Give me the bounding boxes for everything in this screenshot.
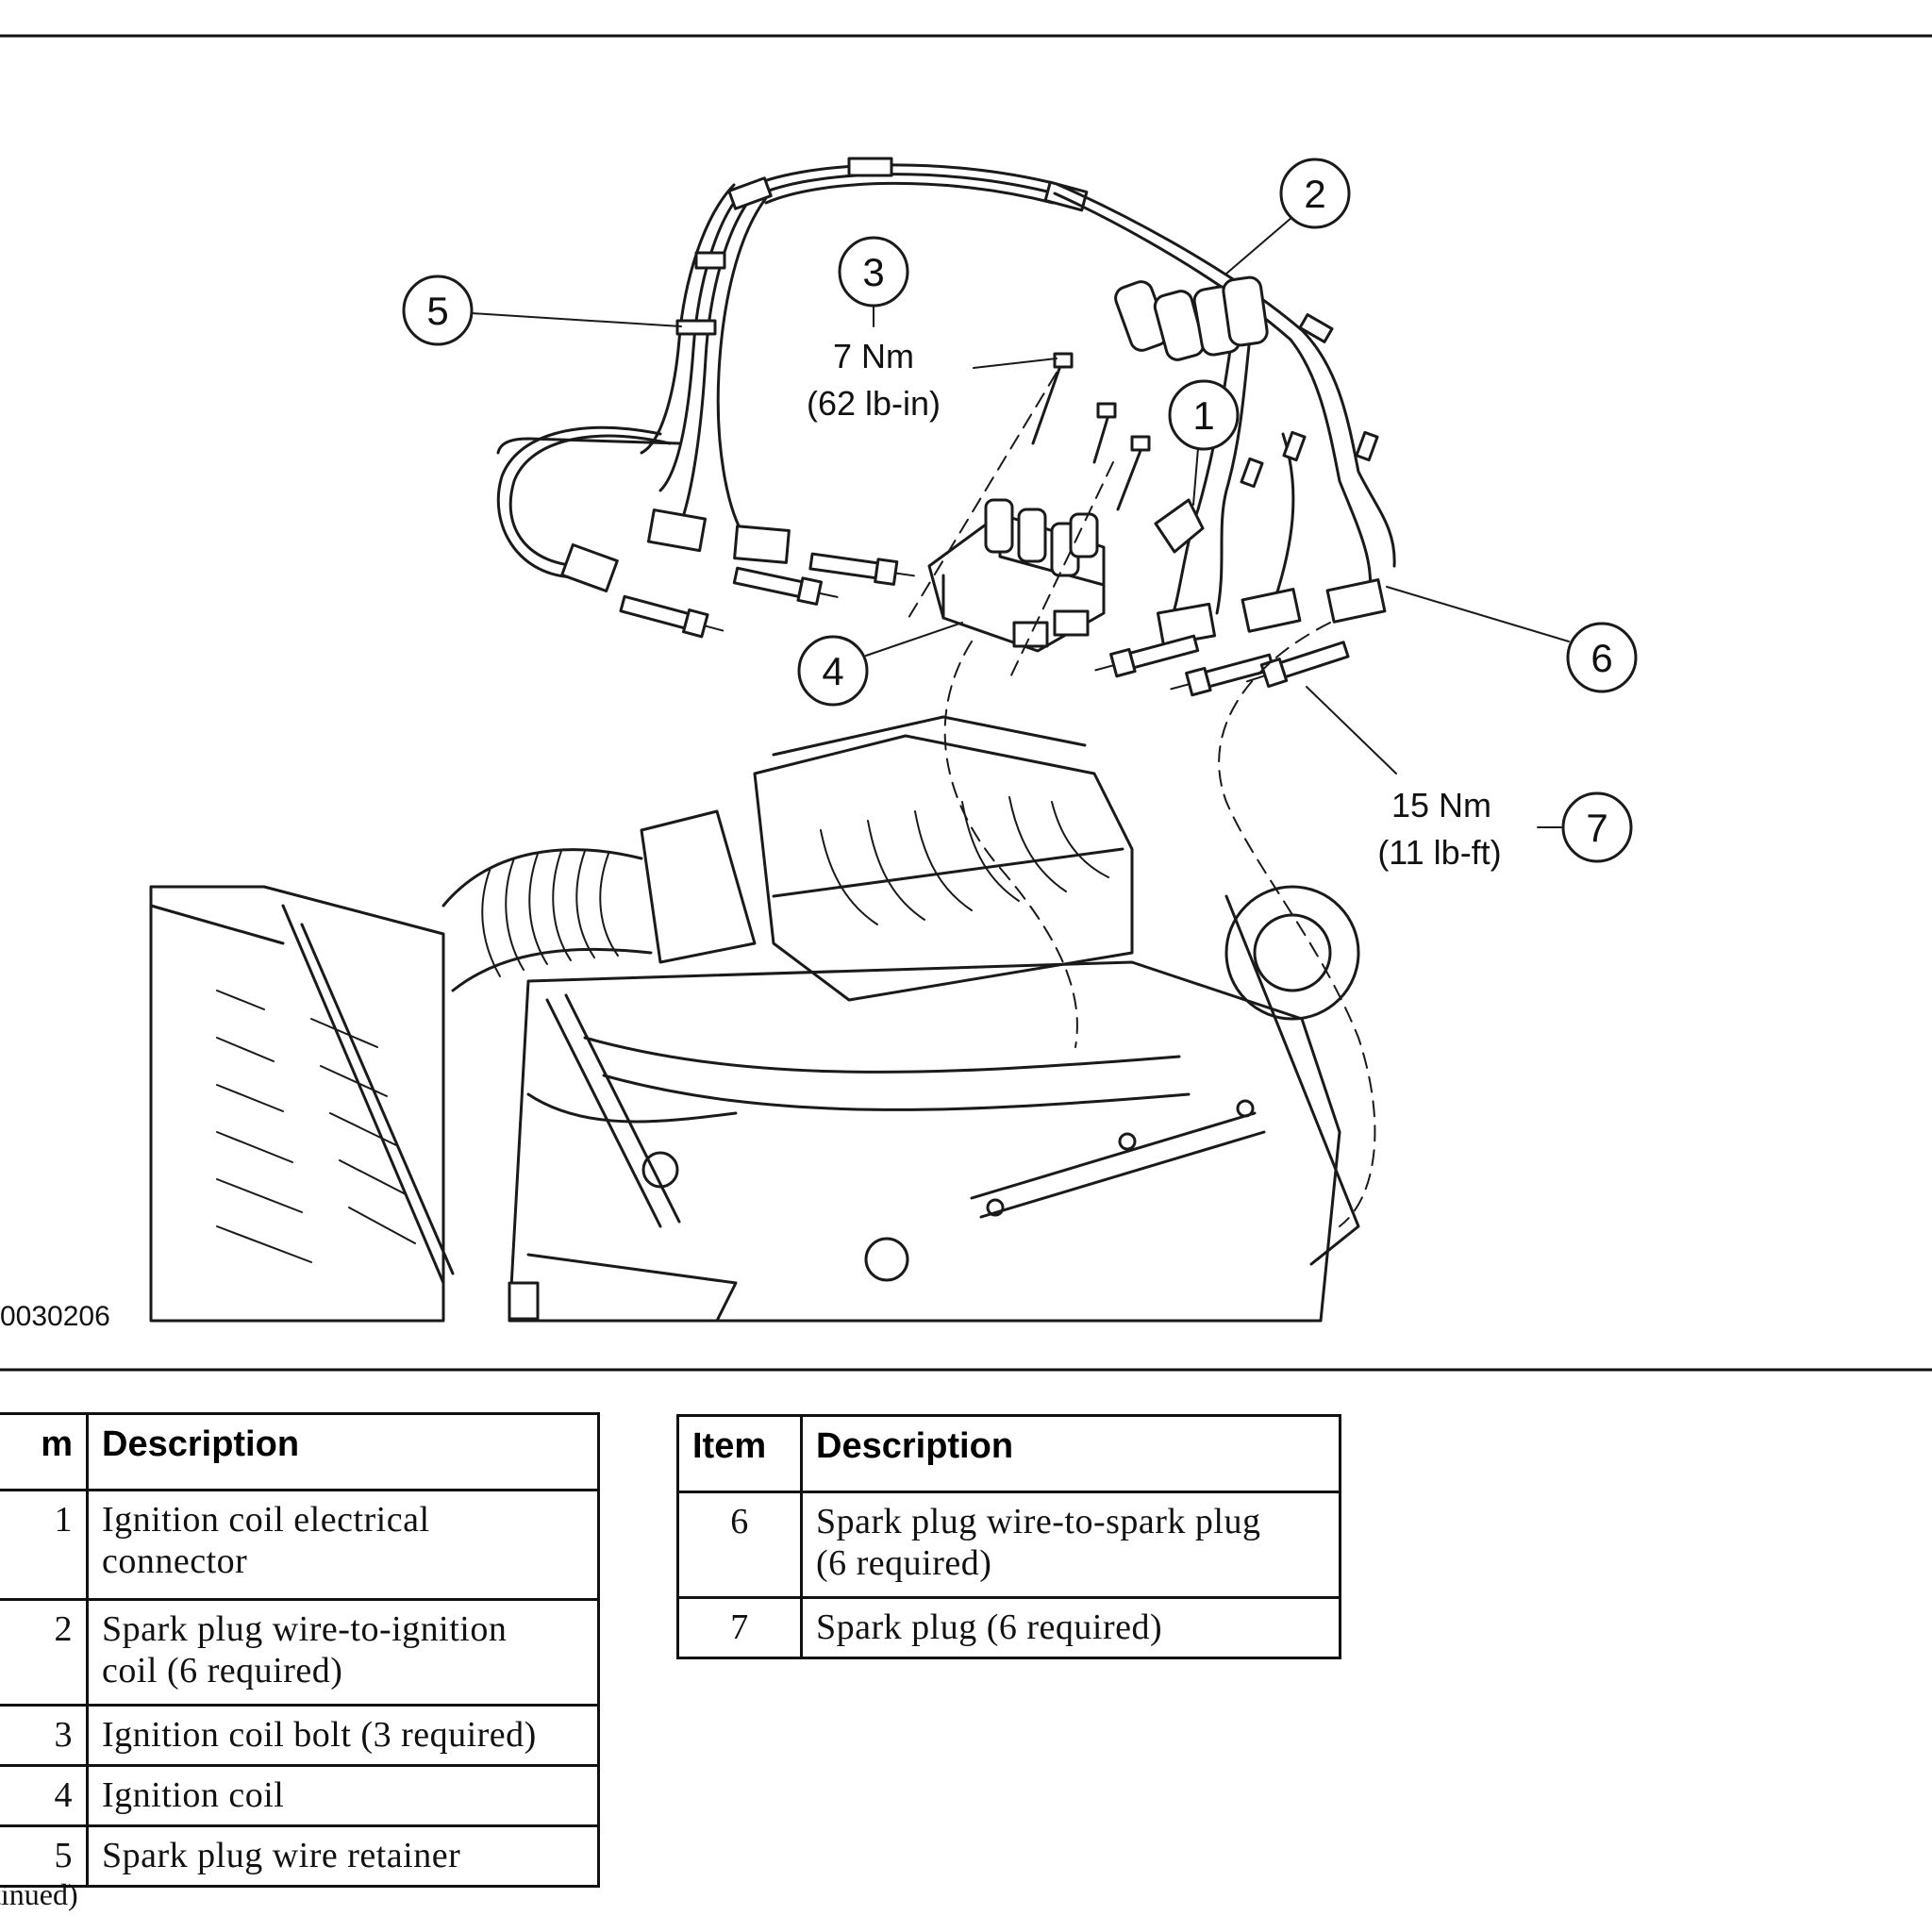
legend-header-row: Item Description [676,1414,1341,1493]
spark-plug-wires-right [1053,182,1396,697]
legend-item-description: Spark plug (6 required) [800,1596,1341,1659]
legend-item-description: Ignition coil [86,1764,600,1827]
svg-text:5: 5 [426,289,448,333]
legend-item-number: 1 [0,1489,89,1601]
callout-7: 7 15 Nm (11 lb-ft) [1306,686,1633,872]
callout-2: 2 [1225,158,1351,275]
legend-row: 3 Ignition coil bolt (3 required) [0,1704,600,1767]
figure-id: 0030206 [0,1301,110,1332]
legend-item-number: 7 [676,1596,803,1659]
legend-row: 7 Spark plug (6 required) [676,1596,1341,1659]
continued-note: tinued) [0,1877,78,1911]
legend-header-item: Item [676,1414,803,1493]
legend-item-number: 6 [676,1491,803,1599]
legend-row: 6 Spark plug wire-to-spark plug(6 requir… [676,1491,1341,1599]
legend-item-description: Spark plug wire retainer [86,1824,600,1888]
legend-item-number: 5 [0,1824,89,1888]
callout-5: 5 [402,275,682,346]
legend-table-left: m Description 1 Ignition coil electrical… [0,1412,600,1888]
torque-spec-coil-bolt-nm: 7 Nm [833,337,914,375]
spark-plug-wires-left [496,183,915,639]
legend-header-description: Description [86,1412,600,1491]
svg-text:2: 2 [1304,172,1325,216]
callout-3: 3 7 Nm (62 lb-in) [807,236,1058,423]
legend-header-description: Description [800,1414,1341,1493]
legend-item-description: Spark plug wire-to-spark plug(6 required… [800,1491,1341,1599]
torque-spec-coil-bolt-lbin: (62 lb-in) [807,384,941,423]
ignition-coil-assembly [905,352,1376,1227]
legend-header-row: m Description [0,1412,600,1491]
legend-row: 4 Ignition coil [0,1764,600,1827]
svg-text:7: 7 [1586,806,1607,850]
svg-text:1: 1 [1192,393,1214,438]
engine-assembly [149,715,1360,1323]
svg-text:3: 3 [862,250,884,294]
legend-item-number: 4 [0,1764,89,1827]
legend-table-right: Item Description 6 Spark plug wire-to-sp… [676,1414,1341,1659]
callout-1: 1 [1168,379,1240,506]
ignition-coil-connector [1154,498,1205,554]
wire-retainer [675,319,717,336]
svg-text:4: 4 [822,649,843,693]
legend-item-number: 2 [0,1598,89,1707]
callout-4: 4 [797,622,963,707]
svg-text:6: 6 [1591,636,1612,680]
wire-retainer [694,251,726,270]
legend-item-description: Ignition coil bolt (3 required) [86,1704,600,1767]
callout-6: 6 [1386,586,1638,693]
legend-header-item: m [0,1412,89,1491]
legend-row: 5 Spark plug wire retainer [0,1824,600,1888]
legend-item-number: 3 [0,1704,89,1767]
torque-spec-spark-plug-lbft: (11 lb-ft) [1377,833,1501,872]
torque-spec-spark-plug-nm: 15 Nm [1391,786,1491,824]
